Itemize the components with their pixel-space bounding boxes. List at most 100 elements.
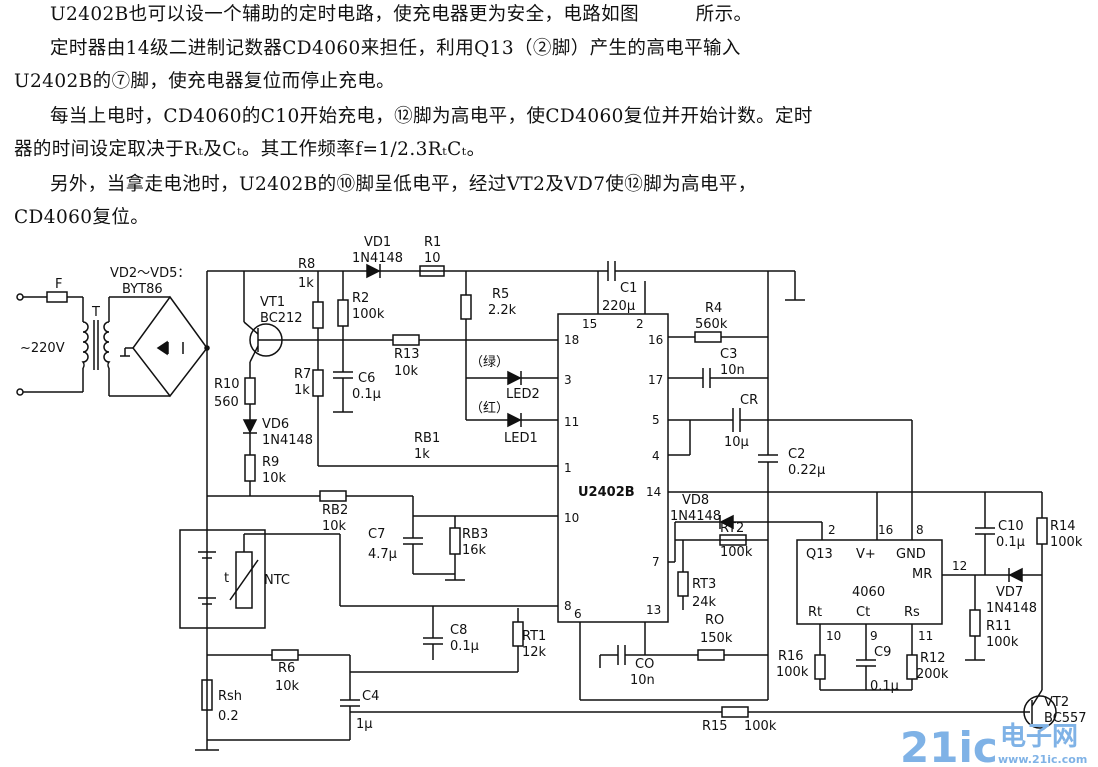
r1-label: R1 — [424, 235, 441, 250]
u2402b-pin-numbers: 15 2 18 16 3 17 11 5 4 1 14 10 7 8 6 13 — [564, 317, 663, 621]
svg-text:11: 11 — [918, 629, 933, 643]
rb2-value: 10k — [322, 519, 347, 534]
vt1-value: BC212 — [260, 311, 303, 326]
r8-value: 1k — [298, 276, 314, 291]
ic4060-vplus: V+ — [856, 547, 876, 562]
bridge-label: VD2～VD5： — [110, 266, 190, 281]
bridge-value: BYT86 — [122, 282, 163, 297]
ic4060-q13: Q13 — [806, 547, 833, 562]
r7-value: 1k — [294, 383, 310, 398]
svg-text:1: 1 — [564, 461, 572, 475]
rb1-value: 1k — [414, 447, 430, 462]
rt2-value: 100k — [720, 545, 753, 560]
svg-text:16: 16 — [878, 523, 893, 537]
r8-label: R8 — [298, 257, 315, 272]
r4-label: R4 — [705, 301, 722, 316]
r7-label: R7 — [294, 367, 311, 382]
vd8-label: VD8 — [682, 493, 709, 508]
c9-value: 0.1μ — [870, 679, 899, 694]
vd6-label: VD6 — [262, 417, 289, 432]
vt2-label: VT2 — [1044, 695, 1069, 710]
c8-label: C8 — [450, 623, 467, 638]
svg-text:15: 15 — [582, 317, 597, 331]
site-watermark: 21ic 电子网 www.21ic.com — [900, 722, 1087, 767]
svg-text:8: 8 — [916, 523, 924, 537]
r10-label: R10 — [214, 377, 240, 392]
ntc-t-label: t — [224, 571, 229, 586]
rt1-value: 12k — [522, 645, 547, 660]
c6-value: 0.1μ — [352, 387, 381, 402]
ntc-label: NTC — [264, 573, 290, 588]
fuse-label: F — [55, 277, 62, 292]
c10-value: 0.1μ — [996, 535, 1025, 550]
c3-value: 10n — [720, 363, 745, 378]
paragraph-3-line-1: 每当上电时，CD4060的C10开始充电，⑫脚为高电平，使CD4060复位并开始… — [50, 106, 813, 127]
rb3-label: RB3 — [462, 527, 488, 542]
c1-value: 220μ — [602, 299, 635, 314]
vd1-label: VD1 — [364, 235, 391, 250]
cr-label: CR — [740, 393, 758, 408]
svg-text:3: 3 — [564, 373, 572, 387]
ic4060-pin-numbers: 2 16 8 12 10 9 11 — [826, 523, 967, 643]
co-value: 10n — [630, 673, 655, 688]
svg-text:10: 10 — [564, 511, 579, 525]
rb1-label: RB1 — [414, 431, 440, 446]
u2402b-label: U2402B — [578, 485, 635, 500]
svg-text:7: 7 — [652, 555, 660, 569]
c7-label: C7 — [368, 527, 385, 542]
co-label: CO — [635, 657, 654, 672]
paragraph-2-line-1: 定时器由14级二进制记数器CD4060来担任，利用Q13（②脚）产生的高电平输入 — [50, 38, 741, 59]
rb2-label: RB2 — [322, 503, 348, 518]
rt1-label: RT1 — [522, 629, 546, 644]
svg-text:5: 5 — [652, 413, 660, 427]
c4-label: C4 — [362, 689, 379, 704]
r16-label: R16 — [778, 649, 804, 664]
rb3-value: 16k — [462, 543, 487, 558]
cr-value: 10μ — [724, 435, 749, 450]
svg-text:14: 14 — [646, 485, 661, 499]
r10-value: 560 — [214, 395, 239, 410]
svg-text:18: 18 — [564, 333, 579, 347]
r2-label: R2 — [352, 291, 369, 306]
ic4060-gnd: GND — [896, 547, 926, 562]
rt3-label: RT3 — [692, 577, 716, 592]
paragraph-1: U2402B也可以设一个辅助的定时电路，使充电器更为安全，电路如图 所示。 — [50, 4, 753, 25]
svg-text:16: 16 — [648, 333, 663, 347]
led1-label: LED1 — [504, 431, 538, 446]
r14-label: R14 — [1050, 519, 1076, 534]
rsh-label: Rsh — [218, 689, 242, 704]
vt2-value: BC557 — [1044, 711, 1087, 726]
r11-label: R11 — [986, 619, 1012, 634]
paragraph-2-line-2: U2402B的⑦脚，使充电器复位而停止充电。 — [14, 71, 396, 92]
paragraph-4-line-1: 另外，当拿走电池时，U2402B的⑩脚呈低电平，经过VT2及VD7使⑫脚为高电平… — [50, 174, 757, 195]
c1-label: C1 — [620, 281, 637, 296]
r15-label: R15 — [702, 719, 728, 734]
c4-value: 1μ — [356, 717, 373, 732]
led2-label: LED2 — [506, 387, 540, 402]
svg-text:4: 4 — [652, 449, 660, 463]
rt2-label: RT2 — [720, 521, 744, 536]
r12-value: 200k — [916, 667, 949, 682]
r6-label: R6 — [278, 661, 295, 676]
transformer-label: T — [91, 305, 100, 320]
ic4060-label: 4060 — [852, 585, 885, 600]
r1-value: 10 — [424, 251, 441, 266]
svg-text:12: 12 — [952, 559, 967, 573]
r12-label: R12 — [920, 651, 946, 666]
svg-text:10: 10 — [826, 629, 841, 643]
c2-label: C2 — [788, 447, 805, 462]
r4-value: 560k — [695, 317, 728, 332]
svg-text:17: 17 — [648, 373, 663, 387]
c3-label: C3 — [720, 347, 737, 362]
vd6-value: 1N4148 — [262, 433, 313, 448]
svg-text:13: 13 — [646, 603, 661, 617]
led2-color: （绿） — [470, 355, 509, 370]
ro-label: RO — [705, 613, 724, 628]
c2-value: 0.22μ — [788, 463, 825, 478]
ic4060-rt: Rt — [808, 605, 822, 620]
paragraph-3-line-2: 器的时间设定取决于Rₜ及Cₜ。其工作频率f=1/2.3RₜCₜ。 — [14, 139, 486, 160]
paragraph-4-line-2: CD4060复位。 — [14, 207, 150, 228]
ac-input-label: ~220V — [20, 341, 65, 356]
svg-text:9: 9 — [870, 629, 878, 643]
